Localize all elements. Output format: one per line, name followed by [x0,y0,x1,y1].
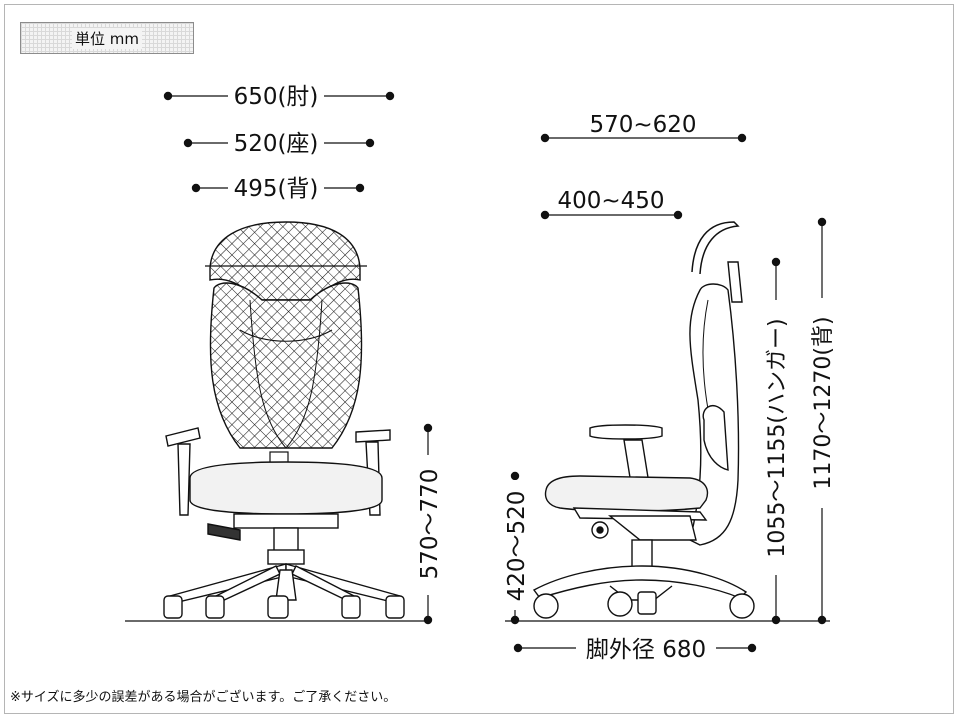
side-hanger [691,221,740,275]
dim-back-height: 1170〜1270(背) [811,316,836,489]
side-caster [533,593,559,619]
side-seat [544,475,709,512]
front-caster [163,595,183,619]
dim-base-diameter: 脚外径 680 [586,637,706,663]
front-armrest-left [165,427,201,447]
front-seat [189,461,383,515]
dim-side-seat-height: 420〜520 [504,491,530,602]
front-view-chair [163,221,405,619]
dim-width-seat: 520(座) [234,131,319,157]
dim-width-back: 495(背) [234,176,319,202]
side-armrest [589,424,663,440]
side-view-chair [532,221,755,619]
front-armrest-right [355,429,391,443]
diagram-frame [4,4,954,714]
unit-label: 単位 mm [72,27,142,49]
footnote: ※サイズに多少の誤差がある場合がございます。ご了承ください。 [10,690,397,705]
dim-depth-overall: 570~620 [589,112,696,138]
dim-width-armrest: 650(肘) [234,84,319,110]
unit-badge: 単位 mm [20,22,194,54]
dim-hanger-height: 1055〜1155(ハンガー) [765,318,790,557]
dim-depth-seat: 400~450 [557,188,664,214]
front-backrest [209,282,363,449]
dim-front-seat-height: 570〜770 [417,469,443,580]
